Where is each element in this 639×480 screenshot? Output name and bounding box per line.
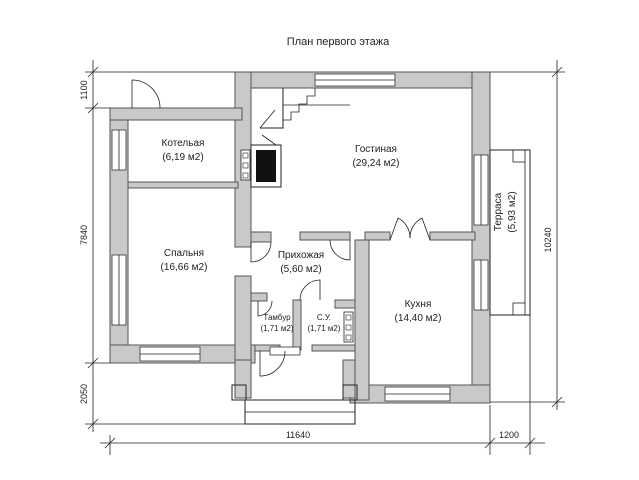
stove: [240, 144, 282, 188]
dim-bottom-extra: 1200: [499, 430, 519, 440]
room-labels: Котельая (6,19 м2) Гостиная (29,24 м2) С…: [161, 138, 518, 333]
room-terrace-name: Терраса: [493, 192, 504, 231]
dim-bottom-main: 11640: [286, 430, 310, 440]
staircase: [259, 88, 350, 146]
room-boiler-name: Котельая: [162, 138, 205, 149]
room-hall-name: Прихожая: [278, 250, 324, 261]
dimension-labels: 1100 7840 2050 10240 11640 1200: [79, 80, 553, 440]
room-hall-area: (5,60 м2): [280, 264, 321, 275]
dim-right: 10240: [543, 227, 553, 252]
doors: [131, 79, 431, 377]
room-wc-name: С.У.: [317, 313, 331, 322]
room-bedroom-name: Спальня: [164, 248, 204, 259]
plan-title: План первого этажа: [287, 36, 390, 48]
entrance-porch: [231, 384, 358, 425]
room-wc-area: (1,71 м2): [307, 324, 340, 333]
dim-left-mid: 7840: [79, 225, 89, 245]
room-terrace-area: (5,93 м2): [507, 191, 518, 232]
room-vestibule-name: Тамбур: [263, 313, 291, 322]
room-vestibule-area: (1,71 м2): [260, 324, 293, 333]
wc-fixture: [343, 311, 354, 343]
dimension-lines: [85, 60, 565, 455]
room-living-name: Гостиная: [355, 144, 397, 155]
room-bedroom-area: (16,66 м2): [161, 262, 208, 273]
room-kitchen-name: Кухня: [405, 299, 432, 310]
room-boiler-area: (6,19 м2): [162, 152, 203, 163]
dim-left-bottom: 2050: [79, 384, 89, 404]
terrace: [489, 149, 531, 316]
room-kitchen-area: (14,40 м2): [395, 313, 442, 324]
dim-left-top: 1100: [79, 80, 89, 99]
room-living-area: (29,24 м2): [353, 158, 400, 169]
